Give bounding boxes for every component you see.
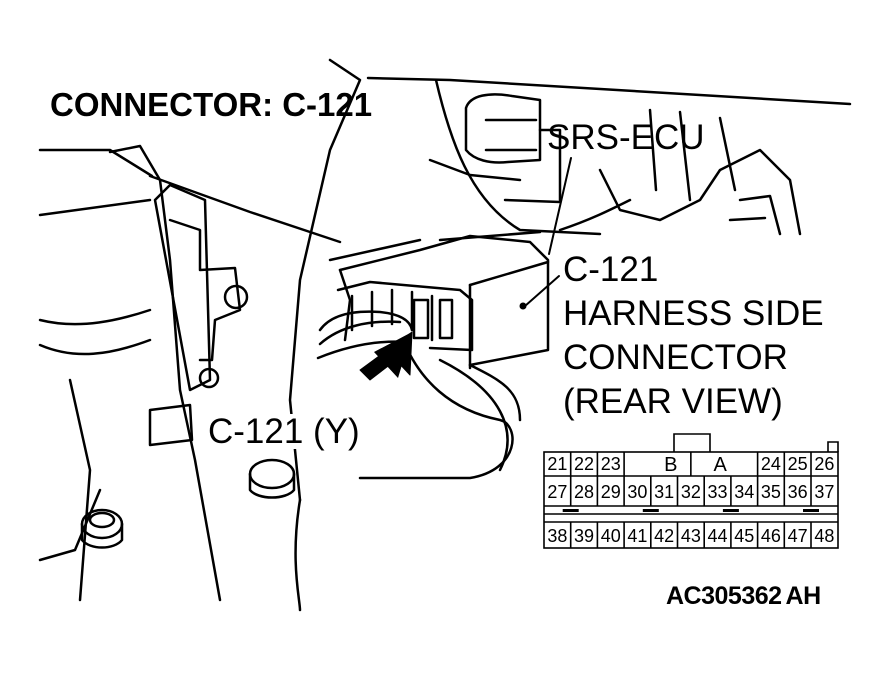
section-label-a: A — [714, 454, 728, 476]
pin-marker-bar — [642, 509, 659, 512]
pin-34: 34 — [734, 482, 754, 502]
harness-connector-drawing — [316, 280, 522, 480]
figure-code-part1: AC305362 — [666, 582, 782, 610]
pin-48: 48 — [814, 526, 834, 546]
harness-label-line3: CONNECTOR — [563, 338, 788, 377]
pin-23: 23 — [601, 454, 621, 474]
pin-40: 40 — [601, 526, 621, 546]
pin-22: 22 — [574, 454, 594, 474]
pin-42: 42 — [654, 526, 674, 546]
connector-pin-diagram: 21 22 23 24 25 26 B A 27 28 29 30 31 32 33 34 35 36 37 38 39… — [543, 433, 839, 549]
pin-46: 46 — [761, 526, 781, 546]
pin-31: 31 — [654, 482, 674, 502]
dashboard-top-edge — [366, 76, 852, 106]
connector-callout-label: C-121 (Y) — [204, 414, 364, 449]
pin-39: 39 — [574, 526, 594, 546]
pin-27: 27 — [547, 482, 567, 502]
pin-36: 36 — [788, 482, 808, 502]
pin-29: 29 — [601, 482, 621, 502]
pin-marker-bar — [562, 509, 579, 512]
pin-marker-bar — [722, 509, 739, 512]
pin-35: 35 — [761, 482, 781, 502]
harness-label-line4: (REAR VIEW) — [563, 382, 783, 421]
pin-41: 41 — [627, 526, 647, 546]
callout-arrow-tip — [374, 332, 412, 378]
ecu-label: SRS-ECU — [547, 118, 705, 157]
mounting-bracket — [38, 144, 342, 602]
pin-25: 25 — [788, 454, 808, 474]
pin-38: 38 — [547, 526, 567, 546]
connector-latch — [673, 433, 711, 452]
pin-47: 47 — [788, 526, 808, 546]
page-title: CONNECTOR: C-121 — [50, 86, 373, 123]
pin-28: 28 — [574, 482, 594, 502]
figure-code-part2: AH — [785, 582, 822, 610]
pin-26: 26 — [814, 454, 834, 474]
pin-45: 45 — [734, 526, 754, 546]
pin-32: 32 — [681, 482, 701, 502]
pin-37: 37 — [814, 482, 834, 502]
pin-33: 33 — [708, 482, 728, 502]
harness-label-line1: C-121 — [563, 250, 659, 289]
leader-dot — [519, 302, 527, 310]
section-label-b: B — [664, 454, 677, 476]
pin-21: 21 — [547, 454, 567, 474]
leader-lines — [524, 157, 572, 307]
dashboard-inner-edge — [434, 78, 602, 236]
bolts — [80, 458, 296, 549]
pin-cells — [562, 452, 819, 548]
pin-labels: 21 22 23 24 25 26 B A 27 28 29 30 31 32 33 34 35 36 37 38 39… — [547, 454, 834, 546]
pin-24: 24 — [761, 454, 781, 474]
upper-right-components — [428, 93, 802, 236]
connector-latch-right — [827, 441, 839, 452]
pin-30: 30 — [627, 482, 647, 502]
harness-label-line2: HARNESS SIDE — [563, 294, 824, 333]
pin-marker-bar — [803, 509, 819, 512]
left-panel-lines — [38, 58, 362, 612]
pin-43: 43 — [681, 526, 701, 546]
pin-44: 44 — [708, 526, 728, 546]
